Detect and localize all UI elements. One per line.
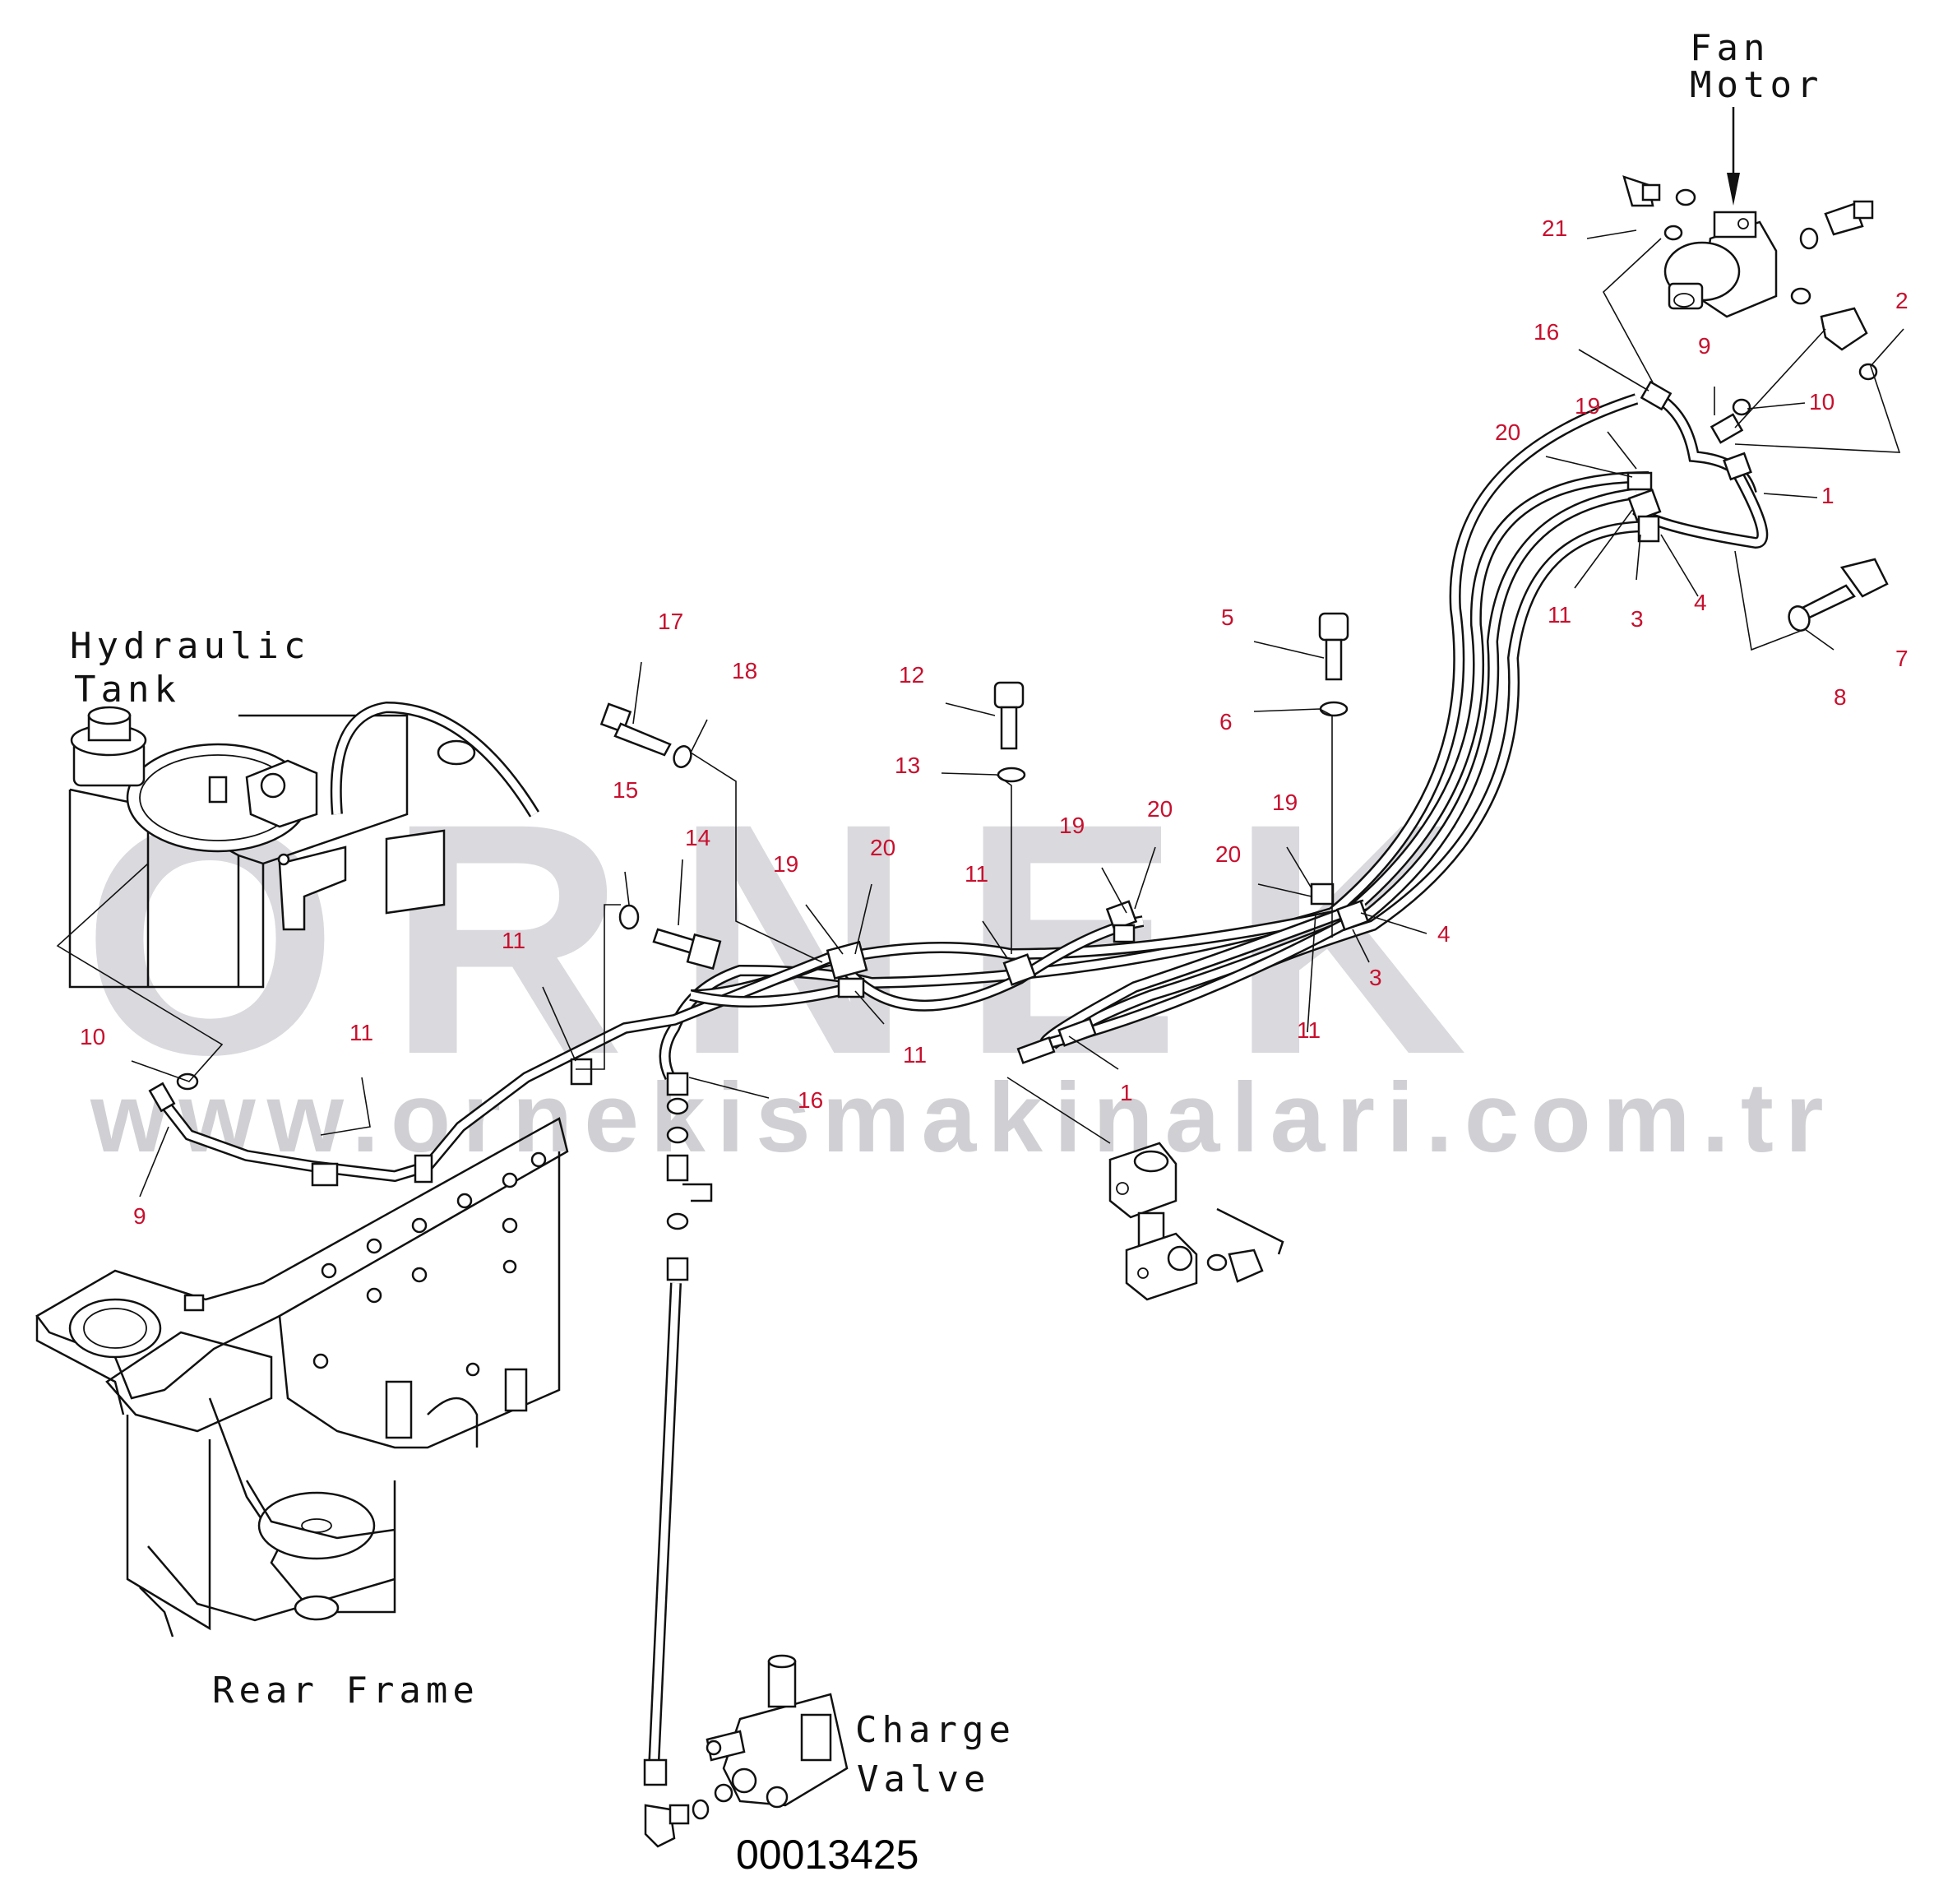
callout-19-bundle: 19 [1272,790,1298,815]
leader-lines [56,229,1904,1198]
callout-11-left: 11 [502,928,525,953]
component-labels: Fan Motor Hydraulic Tank Rear Frame Char… [70,27,1823,1800]
callout-4-bundle: 4 [1437,921,1450,947]
rear-frame [35,1117,569,1638]
callout-3-bundle: 3 [1369,965,1382,990]
charge-valve-label-line2: Valve [857,1758,990,1800]
callout-7: 7 [1895,646,1909,671]
callout-10-tank: 10 [80,1024,105,1049]
charge-valve-label-line1: Charge [855,1709,1016,1751]
callout-19: 19 [1575,393,1600,419]
callout-16-charge: 16 [798,1087,823,1113]
tank-cap [70,706,147,787]
callout-19-mid: 19 [773,851,798,877]
callout-1: 1 [1821,483,1835,508]
frame-bracket [385,1380,413,1439]
charge-valve [706,1654,849,1809]
fan-motor [1663,107,1778,318]
callout-17: 17 [658,609,683,634]
hose-bundle [659,380,1769,1081]
callout-6: 6 [1219,709,1233,734]
hydraulic-tank-label-line2: Tank [74,669,181,711]
valve-block [1108,1142,1284,1301]
callout-3: 3 [1631,606,1644,632]
tank-block [245,759,318,828]
callout-19-right: 19 [1059,813,1085,838]
charge-line [643,1072,713,1848]
clamp-11-left [570,1058,593,1086]
clamp-19 [826,940,868,980]
callout-18: 18 [732,658,757,683]
callout-20-mid: 20 [870,835,895,860]
watermark: ORNEK www.ornekismakinalari.com.tr [82,755,1835,1173]
watermark-url: www.ornekismakinalari.com.tr [90,1063,1835,1173]
callout-13: 13 [895,753,920,778]
frame-plate-hole [257,1491,376,1560]
callout-1-hose: 1 [1120,1080,1133,1105]
callout-21: 21 [1542,215,1567,241]
pipe-clamp-ring [437,739,476,766]
clamp-mid [1310,883,1335,906]
callout-12: 12 [899,662,924,688]
hardware [176,558,1889,1091]
callout-9-tube: 9 [133,1203,146,1229]
callout-20-bundle: 20 [1215,841,1241,867]
callout-16: 16 [1534,319,1559,345]
frame-bolts [312,1151,547,1377]
clamp-top [1626,471,1653,491]
callout-14: 14 [685,825,710,850]
tube-lines [148,900,1145,1187]
callout-9: 9 [1698,333,1711,359]
callout-11: 11 [1548,602,1571,628]
callout-4: 4 [1694,590,1707,615]
hydraulic-tank [68,701,539,989]
callout-11-lower: 11 [903,1042,927,1068]
callout-11-mid: 11 [965,861,988,887]
callout-5: 5 [1221,605,1234,630]
callout-8: 8 [1834,684,1847,710]
callout-10: 10 [1809,389,1835,415]
fan-motor-label-line1: Fan [1690,27,1770,69]
callouts: 21 2 16 9 10 19 20 1 11 3 4 7 8 5 6 17 1… [80,215,1909,1229]
callout-20: 20 [1495,419,1520,445]
tank-bracket [385,829,446,915]
fan-motor-fittings [1622,175,1878,416]
callout-11-tube: 11 [349,1020,373,1045]
callout-20-right: 20 [1147,796,1173,822]
rear-frame-label: Rear Frame [212,1670,479,1712]
callout-2: 2 [1895,288,1909,313]
callout-11-bundle: 11 [1297,1017,1321,1043]
callout-15: 15 [613,777,638,803]
hydraulic-tank-label-line1: Hydraulic [70,625,310,667]
document-number: 00013425 [736,1832,918,1878]
fan-motor-label-line2: Motor [1690,64,1823,106]
